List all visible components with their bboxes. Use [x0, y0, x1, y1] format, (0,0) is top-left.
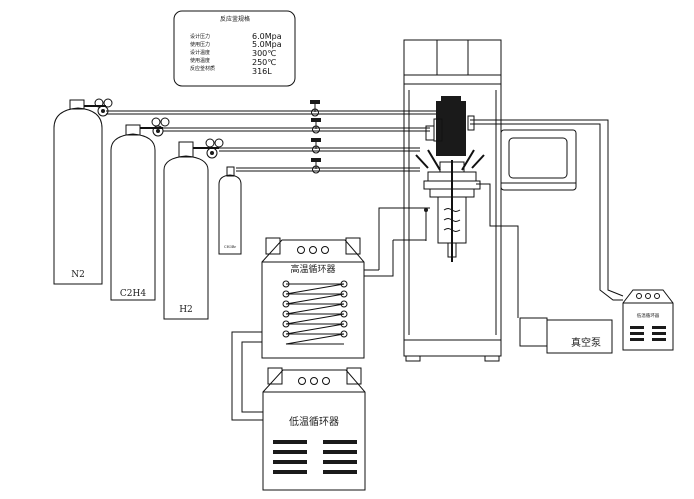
- spec-value-2: 5.0Mpa: [252, 40, 282, 49]
- spec-label-1: 设计压力: [190, 33, 210, 40]
- reactor-vessel: [415, 96, 485, 262]
- spec-label-5: 反应釜材质: [190, 65, 215, 72]
- small-circulator: 低温循环器: [622, 289, 674, 351]
- spec-label-3: 设计温度: [190, 49, 210, 56]
- spec-box: 反应釜规格 设计压力 6.0Mpa 使用压力 5.0Mpa 设计温度 300℃ …: [173, 10, 296, 87]
- spec-label-2: 使用压力: [190, 41, 210, 48]
- spec-label-4: 使用温度: [190, 57, 210, 64]
- regulator-h2[interactable]: [193, 138, 224, 159]
- connecting-pipes: [231, 119, 624, 421]
- cylinder-small: CH3Br: [218, 166, 242, 255]
- vacuum-pump: 真空泵: [519, 317, 613, 354]
- vent-grille: [273, 440, 357, 474]
- small-circulator-label: 低温循环器: [637, 312, 660, 319]
- reactor-cabinet: [403, 39, 502, 362]
- heating-coil: [282, 280, 348, 345]
- inline-valves: [310, 100, 321, 174]
- valve-4[interactable]: [311, 158, 321, 174]
- cylinder-n2: N2: [53, 98, 113, 285]
- regulator-c2h4[interactable]: [140, 117, 170, 137]
- low-temp-circulator: 低温循环器: [262, 367, 366, 491]
- cylinder-c2h4: C2H4: [110, 117, 170, 301]
- cylinder-c2h4-label: C2H4: [120, 289, 146, 299]
- spec-value-3: 300℃: [252, 49, 276, 58]
- cylinder-h2-label: H2: [179, 305, 193, 315]
- regulator-n2[interactable]: [84, 98, 113, 117]
- cylinder-n2-label: N2: [71, 270, 85, 280]
- cylinder-small-label: CH3Br: [224, 245, 237, 249]
- spec-title: 反应釜规格: [220, 15, 250, 23]
- valve-2[interactable]: [311, 118, 321, 134]
- high-temp-circulator: 高温循环器: [261, 237, 365, 359]
- high-temp-circulator-label: 高温循环器: [290, 263, 335, 275]
- vacuum-pump-label: 真空泵: [571, 336, 601, 349]
- low-temp-circulator-label: 低温循环器: [289, 415, 339, 428]
- spec-value-4: 250℃: [252, 58, 276, 67]
- spec-value-1: 6.0Mpa: [252, 32, 282, 41]
- control-touchscreen[interactable]: [500, 129, 577, 191]
- valve-1[interactable]: [310, 100, 320, 117]
- spec-value-5: 316L: [252, 67, 272, 76]
- cylinder-h2: H2: [163, 138, 224, 320]
- spec-box-frame: [173, 10, 296, 87]
- valve-3[interactable]: [311, 138, 321, 154]
